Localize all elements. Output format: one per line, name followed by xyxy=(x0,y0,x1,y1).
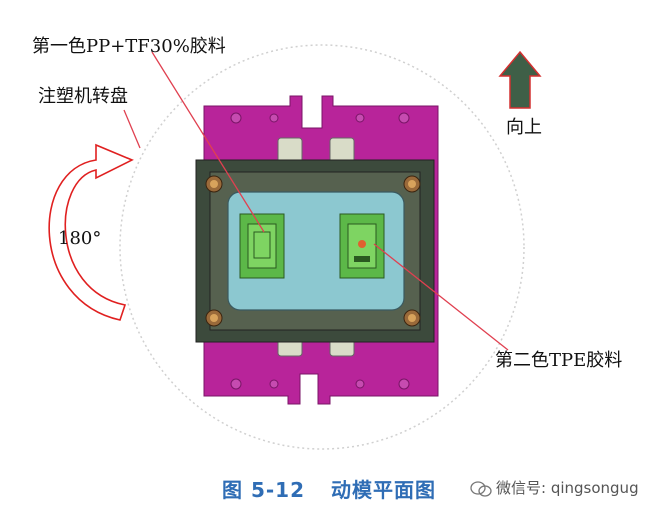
figure-number: 图 5-12 xyxy=(222,478,306,502)
insert-second-color xyxy=(339,213,385,279)
figure-title: 动模平面图 xyxy=(331,478,437,502)
leader-line-turntable xyxy=(123,109,141,149)
watermark: 微信号: qingsongug xyxy=(470,477,639,498)
figure-caption: 图 5-12 动模平面图 xyxy=(222,474,436,503)
insert-first-color xyxy=(239,213,285,279)
label-direction-up: 向上 xyxy=(506,117,542,138)
label-turntable: 注塑机转盘 xyxy=(38,86,128,107)
label-first-color: 第一色PP+TF30%胶料 xyxy=(32,36,226,57)
rotation-arrow xyxy=(48,143,134,321)
label-angle: 180° xyxy=(58,228,102,249)
watermark-text: 微信号: qingsongug xyxy=(496,479,639,497)
turntable-circle xyxy=(119,44,525,450)
up-arrow-icon xyxy=(498,50,542,109)
leader-line-first-color xyxy=(151,51,265,233)
leader-line-second-color xyxy=(373,243,509,351)
label-second-color: 第二色TPE胶料 xyxy=(495,350,623,371)
wechat-icon xyxy=(470,480,492,497)
